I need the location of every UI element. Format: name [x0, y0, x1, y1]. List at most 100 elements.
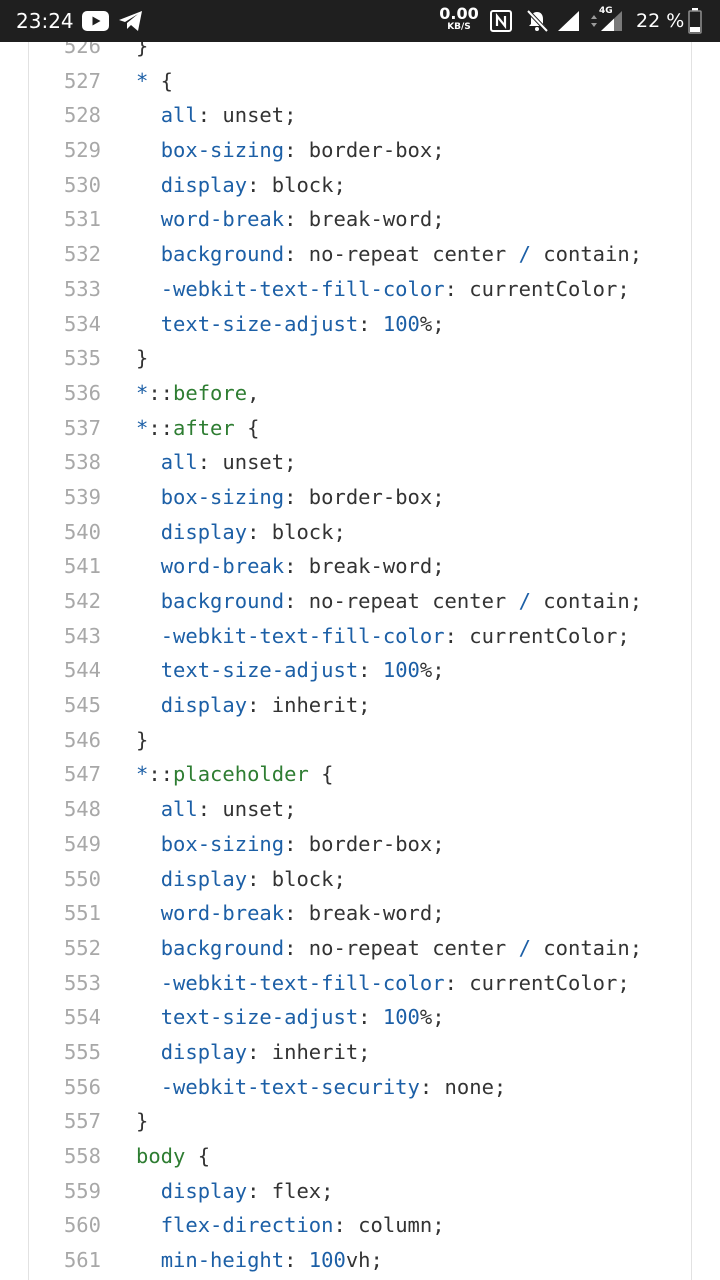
code-token-plain: : border-box; [284, 138, 445, 163]
code-token-plain: : column; [333, 1213, 445, 1238]
code-token-plain: : [358, 311, 383, 336]
code-token-plain: : block; [247, 866, 346, 891]
code-line: 527* { [29, 64, 691, 99]
code-token-plain: : unset; [197, 103, 297, 128]
code-line: 555 display: inherit; [29, 1035, 691, 1070]
code-line: 559 display: flex; [29, 1174, 691, 1209]
code-line: 557} [29, 1104, 691, 1139]
code-token-plain: : flex; [247, 1178, 334, 1203]
line-number: 561 [63, 1248, 101, 1273]
code-token-num: 100 [382, 1005, 420, 1030]
code-token-plain: vh; [345, 1248, 383, 1273]
line-code: -webkit-text-fill-color: currentColor; [136, 272, 630, 307]
line-number: 542 [63, 589, 101, 613]
code-line: 542 background: no-repeat center / conta… [29, 584, 691, 619]
line-number: 539 [63, 484, 101, 509]
line-number: 558 [63, 1144, 101, 1168]
code-token-plain [136, 832, 161, 856]
code-token-plain [136, 1075, 161, 1099]
code-token-plain [136, 624, 161, 648]
line-code: *::before, [136, 376, 259, 411]
line-number: 538 [63, 450, 101, 475]
code-token-prop: -webkit-text-security [160, 1074, 420, 1099]
line-number: 531 [63, 207, 101, 232]
code-token-plain [136, 103, 161, 127]
code-token-sel: * [136, 380, 149, 405]
code-token-prop: all [160, 797, 198, 822]
line-number: 543 [63, 623, 101, 648]
code-line: 533 -webkit-text-fill-color: currentColo… [29, 272, 691, 307]
code-token-plain [136, 936, 161, 960]
line-number: 548 [63, 797, 101, 822]
code-token-plain: { [148, 68, 174, 93]
code-line: 536*::before, [29, 376, 691, 411]
line-code: *::after { [136, 411, 259, 446]
code-token-plain: :: [148, 380, 174, 405]
line-code: display: inherit; [136, 688, 371, 723]
status-bar: 23:24 0.00 KB/S 4G 22 % [0, 0, 720, 42]
line-code: } [136, 1104, 148, 1139]
line-code: } [136, 42, 148, 64]
code-token-plain [136, 1005, 161, 1029]
code-line: 556 -webkit-text-security: none; [29, 1070, 691, 1105]
code-token-plain: , [247, 380, 260, 405]
code-token-num: 100 [382, 658, 420, 683]
line-code: min-height: 100vh; [136, 1243, 383, 1278]
code-line: 532 background: no-repeat center / conta… [29, 237, 691, 272]
code-token-plain: : break-word; [284, 901, 445, 926]
code-token-prop: display [160, 693, 248, 718]
code-token-pseudo: before [173, 380, 248, 405]
code-token-plain [136, 485, 161, 509]
line-code: word-break: break-word; [136, 896, 445, 931]
code-viewer[interactable]: 526}527* {528 all: unset; 529 box-sizing:… [28, 42, 692, 1280]
line-number: 557 [63, 1109, 101, 1134]
line-number: 556 [63, 1074, 101, 1099]
code-token-plain: : break-word; [284, 554, 445, 579]
line-code: box-sizing: border-box; [136, 133, 445, 168]
code-line: 544 text-size-adjust: 100%; [29, 653, 691, 688]
bell-off-icon [526, 9, 549, 33]
code-token-plain [136, 554, 161, 578]
line-number: 559 [63, 1178, 101, 1203]
line-number: 529 [63, 138, 101, 163]
code-line: 538 all: unset; [29, 445, 691, 480]
code-token-prop: display [160, 1178, 248, 1203]
line-number: 535 [63, 346, 101, 371]
line-number: 546 [63, 727, 101, 752]
code-line: 528 all: unset; [29, 98, 691, 133]
code-token-plain: { [234, 415, 260, 440]
line-number: 541 [63, 554, 101, 579]
code-token-prop: -webkit-text-fill-color [160, 970, 445, 995]
code-token-plain [136, 589, 161, 613]
line-number: 547 [63, 762, 101, 787]
code-line: 553 -webkit-text-fill-color: currentColo… [29, 966, 691, 1001]
line-number: 544 [63, 658, 101, 683]
code-lines: 526}527* {528 all: unset; 529 box-sizing:… [29, 42, 691, 1278]
code-token-prop: -webkit-text-fill-color [160, 623, 445, 648]
line-code: display: flex; [136, 1174, 334, 1209]
code-line: 548 all: unset; [29, 792, 691, 827]
code-line: 546} [29, 723, 691, 758]
code-line: 526} [29, 42, 691, 64]
code-token-plain: : no-repeat center [284, 935, 519, 960]
line-code: } [136, 723, 148, 758]
line-number: 537 [63, 415, 101, 440]
line-number: 540 [63, 519, 101, 544]
line-code: background: no-repeat center / contain; [136, 237, 642, 272]
code-token-plain: : none; [419, 1074, 507, 1099]
code-token-plain: : block; [247, 519, 346, 544]
code-token-prop: display [160, 1039, 248, 1064]
code-token-plain: : no-repeat center [284, 589, 519, 613]
code-line: 550 display: block; [29, 862, 691, 897]
line-code: word-break: break-word; [136, 202, 445, 237]
line-code: flex-direction: column; [136, 1208, 445, 1243]
line-number: 555 [63, 1039, 101, 1064]
line-number: 534 [63, 311, 101, 336]
status-time: 23:24 [16, 9, 74, 33]
line-code: all: unset; [136, 445, 297, 480]
code-line: 554 text-size-adjust: 100%; [29, 1000, 691, 1035]
line-code: display: block; [136, 862, 346, 897]
line-number: 549 [63, 831, 101, 856]
code-token-plain: %; [419, 658, 445, 683]
